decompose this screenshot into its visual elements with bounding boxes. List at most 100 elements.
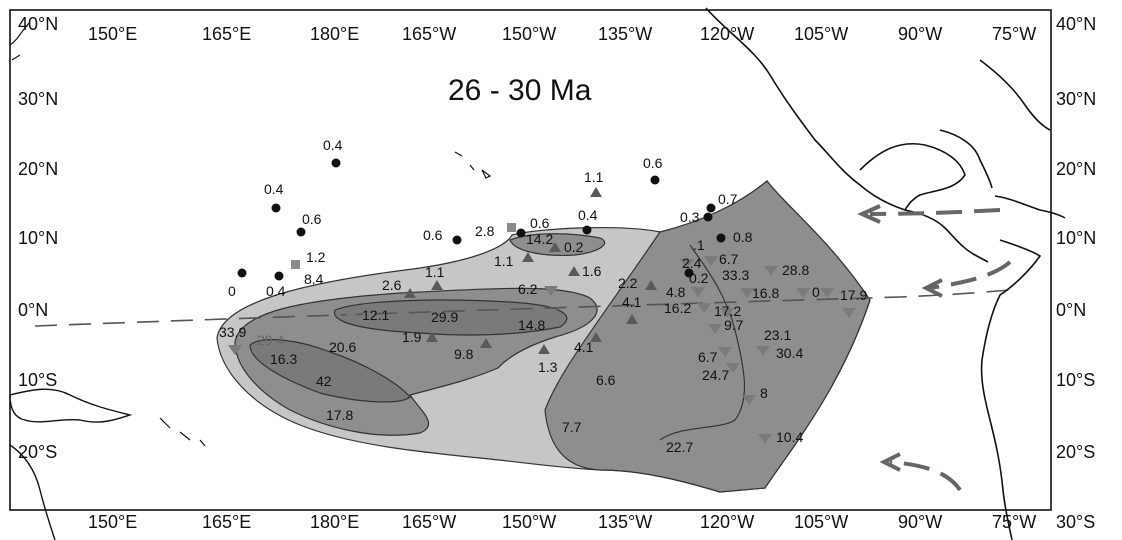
site-value: 2.2 <box>618 275 638 291</box>
site-value: 7.7 <box>562 419 582 435</box>
site-value: 1.6 <box>582 263 602 279</box>
site-value: 14.2 <box>526 231 553 247</box>
left-tick-label: 10°N <box>18 228 58 248</box>
top-tick-label: 165°E <box>202 24 251 44</box>
left-ticks: 40°N 30°N 20°N 10°N 0°N 10°S 20°S <box>18 14 58 462</box>
site-triangle-down <box>742 395 756 405</box>
site-triangle-up <box>426 332 438 342</box>
site-value: 42 <box>316 373 332 389</box>
left-tick-label: 10°S <box>18 370 57 390</box>
right-tick-label: 20°N <box>1056 159 1096 179</box>
top-tick-label: 75°W <box>992 24 1036 44</box>
site-triangle-down <box>344 311 358 321</box>
site-value: 2.6 <box>382 277 402 293</box>
site-triangle-down <box>758 434 772 444</box>
site-value: 1.1 <box>584 169 604 185</box>
site-circle <box>331 158 341 168</box>
gulf-coast <box>859 143 966 211</box>
site-triangle-down <box>764 266 778 276</box>
hawaii <box>454 151 492 179</box>
site-value: 24.7 <box>702 367 729 383</box>
site-value: 9.7 <box>724 317 744 333</box>
site-value: 0.2 <box>689 270 709 286</box>
site-square <box>507 223 516 232</box>
site-value: 9.8 <box>454 346 474 362</box>
inner-zone-west <box>333 299 568 336</box>
site-triangle-up <box>590 332 602 342</box>
site-square <box>291 260 300 269</box>
site-triangle-down <box>708 324 722 334</box>
left-tick-label: 0°N <box>18 300 48 320</box>
site-value: 0.4 <box>323 137 343 153</box>
florida <box>939 129 993 189</box>
site-triangle-down <box>796 288 810 298</box>
site-value: 33.3 <box>722 267 749 283</box>
site-triangle-down <box>298 373 312 383</box>
site-circle <box>706 203 716 213</box>
site-triangle-up <box>549 242 561 252</box>
site-triangle-up <box>645 280 657 290</box>
right-tick-label: 30°N <box>1056 89 1096 109</box>
site-value: 0.4 <box>264 181 284 197</box>
peru-arrow <box>889 460 962 492</box>
site-value: 4.8 <box>666 284 686 300</box>
bottom-tick-label: 105°W <box>794 512 848 532</box>
bottom-tick-label: 165°W <box>402 512 456 532</box>
site-circle <box>274 271 284 281</box>
site-value: 0.6 <box>643 155 663 171</box>
new-guinea <box>9 388 133 423</box>
japan-islands <box>9 21 31 61</box>
bottom-tick-label: 150°W <box>502 512 556 532</box>
site-triangle-down <box>544 286 558 296</box>
value-labels: 0.4 0.4 0.6 0 0.4 0.6 0.6 0.4 0.6 0.7 0.… <box>219 137 867 455</box>
right-tick-label: 0°N <box>1056 300 1086 320</box>
left-tick-label: 20°S <box>18 442 57 462</box>
site-value: 4.1 <box>622 294 642 310</box>
top-tick-label: 180°E <box>310 24 359 44</box>
site-value: 0.6 <box>530 215 550 231</box>
site-value: 1.1 <box>494 253 514 269</box>
bottom-tick-label: 180°E <box>310 512 359 532</box>
site-value: 1.2 <box>306 249 326 265</box>
site-value: 1.9 <box>402 329 422 345</box>
site-triangle-up <box>480 338 492 348</box>
site-value: 17.2 <box>714 303 741 319</box>
bottom-tick-label: 120°W <box>700 512 754 532</box>
site-triangle-up <box>404 288 416 298</box>
site-triangle-down <box>842 308 856 318</box>
circle-markers <box>237 158 726 281</box>
bottom-tick-label: 150°E <box>88 512 137 532</box>
site-value: 33.9 <box>219 324 246 340</box>
down-triangle-markers <box>228 256 856 444</box>
site-value: 8 <box>760 385 768 401</box>
site-value: 17.9 <box>840 287 867 303</box>
site-value: 6.2 <box>518 281 538 297</box>
site-value: 0.6 <box>423 227 443 243</box>
site-triangle-up <box>568 266 580 276</box>
site-value: 10.4 <box>776 429 803 445</box>
bottom-ticks: 150°E 165°E 180°E 165°W 150°W 135°W 120°… <box>88 512 1036 532</box>
top-tick-label: 150°E <box>88 24 137 44</box>
site-circle <box>582 225 592 235</box>
east-coast <box>979 59 1051 131</box>
square-markers <box>291 223 516 269</box>
top-tick-label: 90°W <box>898 24 942 44</box>
site-value: 2.8 <box>475 223 495 239</box>
site-value: 16.8 <box>752 285 779 301</box>
south-america-coast <box>980 239 1042 540</box>
australia-coast <box>9 444 56 540</box>
site-value: 16.3 <box>270 351 297 367</box>
site-triangle-down <box>466 313 480 323</box>
left-tick-label: 30°N <box>18 89 58 109</box>
site-value: 29.4 <box>257 332 284 348</box>
caribbean-arrow <box>869 208 1001 216</box>
site-triangle-down <box>543 309 557 319</box>
site-triangle-down <box>697 303 711 313</box>
site-triangle-down <box>300 361 314 371</box>
bottom-tick-label: 75°W <box>992 512 1036 532</box>
site-triangle-down <box>726 363 740 373</box>
site-value: 23.1 <box>764 327 791 343</box>
right-tick-label: 10°N <box>1056 228 1096 248</box>
right-tick-label: 20°S <box>1056 442 1095 462</box>
site-value: 1.3 <box>538 359 558 375</box>
